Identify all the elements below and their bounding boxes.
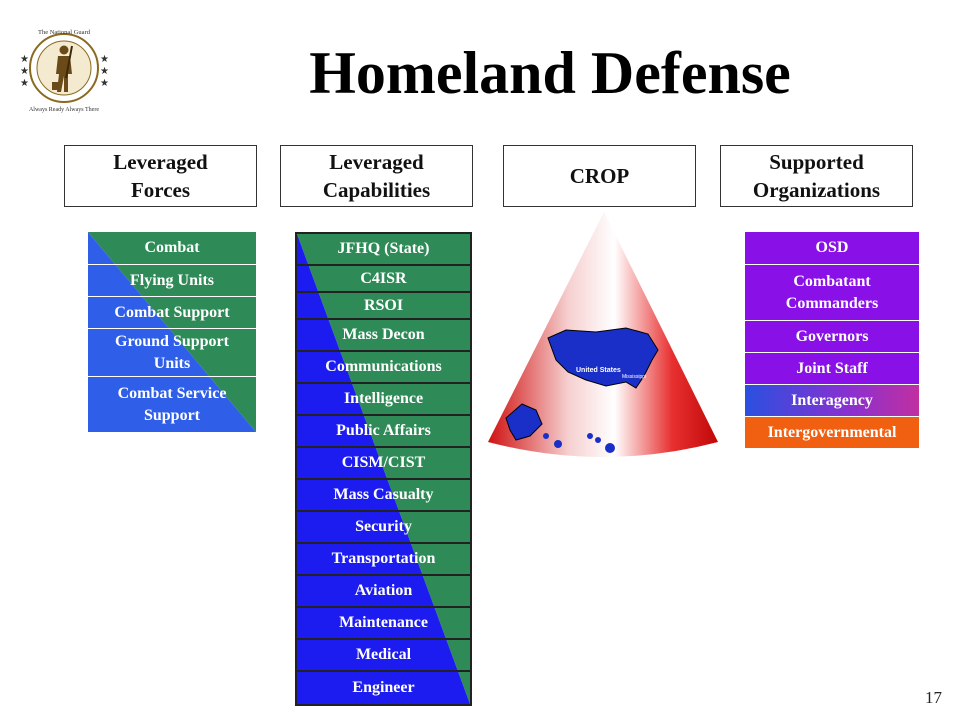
capability-item: Mass Casualty: [297, 478, 470, 510]
forces-item: Ground Support Units: [88, 328, 256, 376]
page-number: 17: [925, 688, 942, 707]
forces-item: Flying Units: [88, 264, 256, 296]
page-title: Homeland Defense: [309, 40, 791, 106]
forces-item: Combat: [144, 239, 200, 256]
capability-item: Engineer: [297, 670, 470, 704]
us-map-icon: [547, 327, 659, 389]
organization-item: Joint Staff: [745, 352, 919, 384]
svg-text:The National Guard: The National Guard: [38, 29, 91, 36]
svg-text:United States: United States: [576, 367, 621, 374]
capability-item: Public Affairs: [297, 414, 470, 446]
header-leveraged-forces: Leveraged Forces: [64, 145, 257, 207]
capability-item: Mass Decon: [297, 318, 470, 350]
organization-item: Intergovernmental: [745, 416, 919, 448]
svg-text:★: ★: [20, 66, 29, 77]
svg-text:★: ★: [100, 54, 109, 65]
capability-item: Communications: [297, 350, 470, 382]
capability-item: Security: [297, 510, 470, 542]
organization-item: Combatant Commanders: [745, 264, 919, 320]
crop-cone-graphic: United States Mississippi: [486, 210, 720, 460]
capability-item: CISM/CIST: [297, 446, 470, 478]
capability-item: RSOI: [297, 291, 470, 318]
capability-item: Intelligence: [297, 382, 470, 414]
capability-item: Medical: [297, 638, 470, 670]
national-guard-seal-icon: ★ ★ ★ ★ ★ ★ The National Guard Always Re…: [14, 16, 114, 116]
svg-text:★: ★: [100, 78, 109, 89]
capability-item: Aviation: [297, 574, 470, 606]
svg-text:Mississippi: Mississippi: [622, 374, 646, 380]
capability-item: Maintenance: [297, 606, 470, 638]
svg-text:★: ★: [20, 54, 29, 65]
header-leveraged-capabilities: Leveraged Capabilities: [280, 145, 473, 207]
organization-item: Governors: [745, 320, 919, 352]
capability-item: Transportation: [297, 542, 470, 574]
organization-item: Interagency: [745, 384, 919, 416]
alaska-icon: [505, 403, 543, 441]
svg-text:★: ★: [100, 66, 109, 77]
capability-item: JFHQ (State): [337, 240, 430, 257]
forces-diagonal-background: [88, 232, 256, 432]
capability-item: C4ISR: [297, 264, 470, 291]
header-crop: CROP: [503, 145, 696, 207]
svg-text:★: ★: [20, 78, 29, 89]
forces-item: Combat Support: [88, 296, 256, 328]
organization-item: OSD: [745, 232, 919, 264]
svg-text:Always Ready Always There: Always Ready Always There: [29, 107, 99, 113]
header-supported-organizations: Supported Organizations: [720, 145, 913, 207]
forces-item: Combat Service Support: [88, 376, 256, 432]
